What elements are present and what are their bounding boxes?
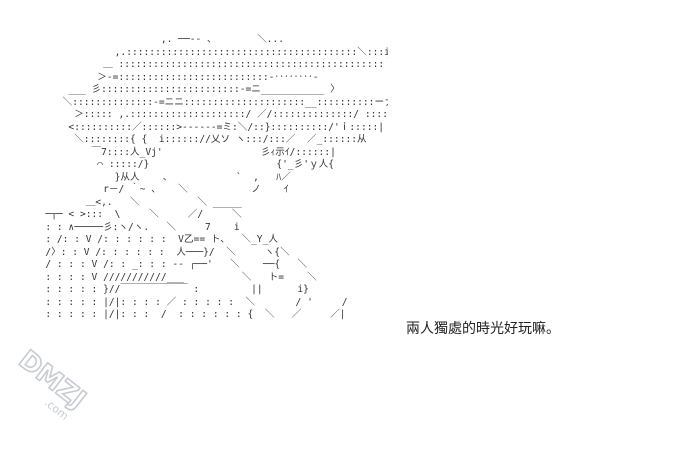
- ascii-art-illustration: ,. ──-- 、 ＼... ,.:::::::::::::::::::::::…: [45, 34, 388, 320]
- caption-text: 兩人獨處的時光好玩嘛。: [406, 321, 560, 337]
